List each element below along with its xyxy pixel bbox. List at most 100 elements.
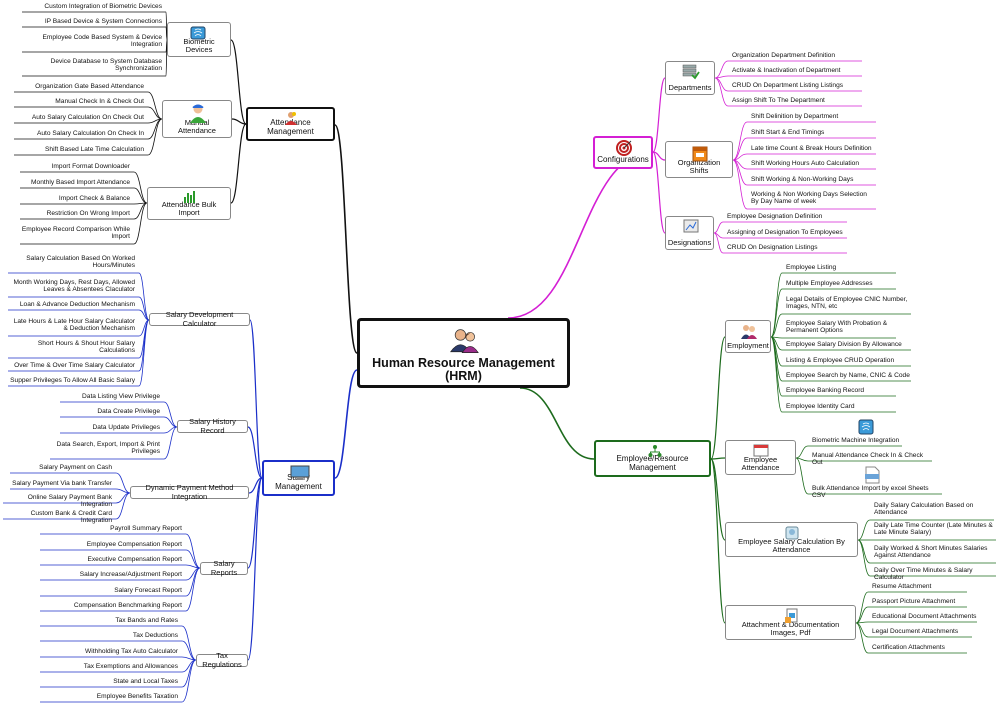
attachment-item[interactable]: Certification Attachments xyxy=(872,644,945,651)
biometric-item[interactable]: Custom Integration of Biometric Devices xyxy=(44,3,162,10)
manual-attendance-item[interactable]: Auto Salary Calculation On Check In xyxy=(36,130,144,137)
employment-item[interactable]: Listing & Employee CRUD Operation xyxy=(786,357,895,364)
salary-history-record-node[interactable]: Salary History Record xyxy=(177,417,248,435)
salary-calculator-item[interactable]: Supper Privileges To Allow All Basic Sal… xyxy=(10,377,135,384)
bulk-import-item[interactable]: Monthly Based Import Attendance xyxy=(31,179,130,186)
employee-attendance-node[interactable]: Employee Attendance xyxy=(725,440,796,475)
salary-calculator-item[interactable]: Over Time & Over Time Salary Calculator xyxy=(14,362,135,369)
salary-history-item[interactable]: Data Listing View Privilege xyxy=(82,393,160,400)
employee-attendance-item[interactable]: Biometric Machine Integration xyxy=(812,437,900,444)
employee-salary-calculation-node[interactable]: Employee Salary Calculation By Attendanc… xyxy=(725,522,858,557)
attachment-documentation-node[interactable]: Attachment & Documentation Images, Pdf xyxy=(725,605,856,640)
employee-resource-management-node[interactable]: Employee/Resource Management xyxy=(594,440,711,477)
salary-calculator-item[interactable]: Salary Calculation Based On Worked Hours… xyxy=(26,255,135,270)
tax-regulation-item[interactable]: Employee Benefits Taxation xyxy=(96,693,178,700)
salary-calculator-item[interactable]: Month Working Days, Rest Days, Allowed L… xyxy=(13,279,135,294)
designation-item[interactable]: Assigning of Designation To Employees xyxy=(727,229,843,236)
configurations-node[interactable]: Configurations xyxy=(593,136,653,169)
salary-history-record-label: Salary History Record xyxy=(189,417,236,435)
payment-method-item[interactable]: Online Salary Payment Bank Integration xyxy=(27,494,112,509)
salary-report-item[interactable]: Payroll Summary Report xyxy=(110,525,182,532)
bulk-import-item[interactable]: Employee Record Comparison While Import xyxy=(21,226,130,241)
attachment-item[interactable]: Resume Attachment xyxy=(872,583,932,590)
center-node[interactable]: Human Resource Management (HRM) xyxy=(357,318,570,388)
manual-attendance-item[interactable]: Shift Based Late Time Calculation xyxy=(45,146,144,153)
tax-regulation-item[interactable]: Tax Exemptions and Allowances xyxy=(83,663,178,670)
biometric-item[interactable]: Device Database to System Database Synch… xyxy=(50,58,162,73)
salary-calculation-item[interactable]: Daily Worked & Short Minutes Salaries Ag… xyxy=(874,545,988,560)
salary-calculation-item[interactable]: Daily Over Time Minutes & Salary Calcula… xyxy=(874,567,973,582)
tax-regulation-item[interactable]: Tax Deductions xyxy=(132,632,178,639)
employment-item[interactable]: Multiple Employee Addresses xyxy=(786,280,873,287)
salary-report-item[interactable]: Employee Compensation Report xyxy=(86,541,182,548)
salary-development-calculator-node[interactable]: Salary Development Calculator xyxy=(149,311,250,327)
bulk-import-item[interactable]: Import Check & Balance xyxy=(58,195,130,202)
employee-attendance-item[interactable]: Bulk Attendance Import by excel Sheets C… xyxy=(812,485,929,500)
tax-regulation-item[interactable]: Withholding Tax Auto Calculator xyxy=(85,648,178,655)
salary-report-item[interactable]: Salary Increase/Adjustment Report xyxy=(79,571,182,578)
salary-calculation-item[interactable]: Daily Salary Calculation Based on Attend… xyxy=(874,502,974,517)
employment-item[interactable]: Employee Salary Division By Allowance xyxy=(786,341,902,348)
tax-regulations-node[interactable]: Tax Regulations xyxy=(196,652,248,668)
salary-calculator-item[interactable]: Loan & Advance Deduction Mechanism xyxy=(19,301,135,308)
department-item[interactable]: CRUD On Department Listing Listings xyxy=(732,82,844,89)
shift-item[interactable]: Shift Working Hours Auto Calculation xyxy=(751,160,859,167)
employment-item[interactable]: Employee Search by Name, CNIC & Code xyxy=(786,372,910,379)
shift-item[interactable]: Shift Start & End Timings xyxy=(751,129,825,136)
departments-node[interactable]: Departments xyxy=(665,61,715,95)
salary-reports-node[interactable]: Salary Reports xyxy=(200,560,248,576)
employment-item[interactable]: Employee Banking Record xyxy=(786,387,865,394)
tax-regulation-item[interactable]: State and Local Taxes xyxy=(113,678,178,685)
departments-label: Departments xyxy=(668,82,712,92)
shift-item[interactable]: Late time Count & Break Hours Definition xyxy=(751,145,872,152)
attachment-item[interactable]: Passport Picture Attachment xyxy=(872,598,956,605)
attachment-item[interactable]: Legal Document Attachments xyxy=(872,628,959,635)
target-icon xyxy=(616,140,632,159)
employee-attendance-item[interactable]: Manual Attendance Check In & Check Out xyxy=(812,452,924,467)
salary-report-item[interactable]: Compensation Benchmarking Report xyxy=(73,602,182,609)
employment-item[interactable]: Employee Listing xyxy=(786,264,837,271)
shift-item[interactable]: Working & Non Working Days Selection By … xyxy=(751,191,867,206)
designation-item[interactable]: Employee Designation Definition xyxy=(727,213,823,220)
monitor-icon xyxy=(290,465,310,483)
attendance-bulk-import-node[interactable]: Attendance Bulk Import xyxy=(147,187,231,220)
dynamic-payment-method-node[interactable]: Dynamic Payment Method Integration xyxy=(130,484,249,500)
payment-method-item[interactable]: Salary Payment on Cash xyxy=(39,464,112,471)
payment-method-item[interactable]: Custom Bank & Credit Card Integration xyxy=(30,510,112,525)
biometric-item[interactable]: Employee Code Based System & Device Inte… xyxy=(42,34,162,49)
employment-item[interactable]: Employee Salary With Probation & Permane… xyxy=(786,320,888,335)
department-item[interactable]: Organization Department Definition xyxy=(732,52,835,59)
organization-shifts-node[interactable]: Organization Shifts xyxy=(665,141,733,178)
department-item[interactable]: Activate & Inactivation of Department xyxy=(732,67,841,74)
salary-report-item[interactable]: Salary Forecast Report xyxy=(114,587,182,594)
attendance-management-node[interactable]: Attendance Management xyxy=(246,107,335,141)
fingerprint-leaf-icon xyxy=(858,419,874,440)
manual-attendance-item[interactable]: Auto Salary Calculation On Check Out xyxy=(31,114,144,121)
shift-item[interactable]: Shift Working & Non-Working Days xyxy=(751,176,854,183)
tax-regulation-item[interactable]: Tax Bands and Rates xyxy=(115,617,178,624)
salary-report-item[interactable]: Executive Compensation Report xyxy=(87,556,182,563)
bulk-import-item[interactable]: Restriction On Wrong Import xyxy=(46,210,130,217)
attachment-item[interactable]: Educational Document Attachments xyxy=(872,613,977,620)
salary-management-node[interactable]: Salary Management xyxy=(262,460,335,496)
salary-history-item[interactable]: Data Update Privileges xyxy=(92,424,160,431)
salary-history-item[interactable]: Data Search, Export, Import & Print Priv… xyxy=(56,441,160,456)
designation-item[interactable]: CRUD On Designation Listings xyxy=(727,244,818,251)
salary-calculator-item[interactable]: Short Hours & Shout Hour Salary Calculat… xyxy=(37,340,135,355)
bulk-import-item[interactable]: Import Format Downloader xyxy=(51,163,130,170)
salary-calculation-item[interactable]: Daily Late Time Counter (Late Minutes & … xyxy=(874,522,993,537)
manual-attendance-node[interactable]: Manual Attendance xyxy=(162,100,232,138)
biometric-devices-node[interactable]: Biometric Devices xyxy=(167,22,231,57)
biometric-item[interactable]: IP Based Device & System Connections xyxy=(44,18,162,25)
manual-attendance-item[interactable]: Manual Check In & Check Out xyxy=(55,98,144,105)
employment-item[interactable]: Legal Details of Employee CNIC Number, I… xyxy=(786,296,908,311)
employment-item[interactable]: Employee Identity Card xyxy=(786,403,855,410)
salary-history-item[interactable]: Data Create Privilege xyxy=(97,408,160,415)
employment-node[interactable]: Employment xyxy=(725,320,771,353)
shift-item[interactable]: Shift Delinition by Department xyxy=(751,113,839,120)
manual-attendance-item[interactable]: Organization Gate Based Attendance xyxy=(35,83,144,90)
salary-calculator-item[interactable]: Late Hours & Late Hour Salary Calculator… xyxy=(13,318,135,333)
payment-method-item[interactable]: Salary Payment Via bank Transfer xyxy=(12,480,112,487)
department-item[interactable]: Assign Shift To The Department xyxy=(732,97,825,104)
designations-node[interactable]: Designations xyxy=(665,216,714,250)
